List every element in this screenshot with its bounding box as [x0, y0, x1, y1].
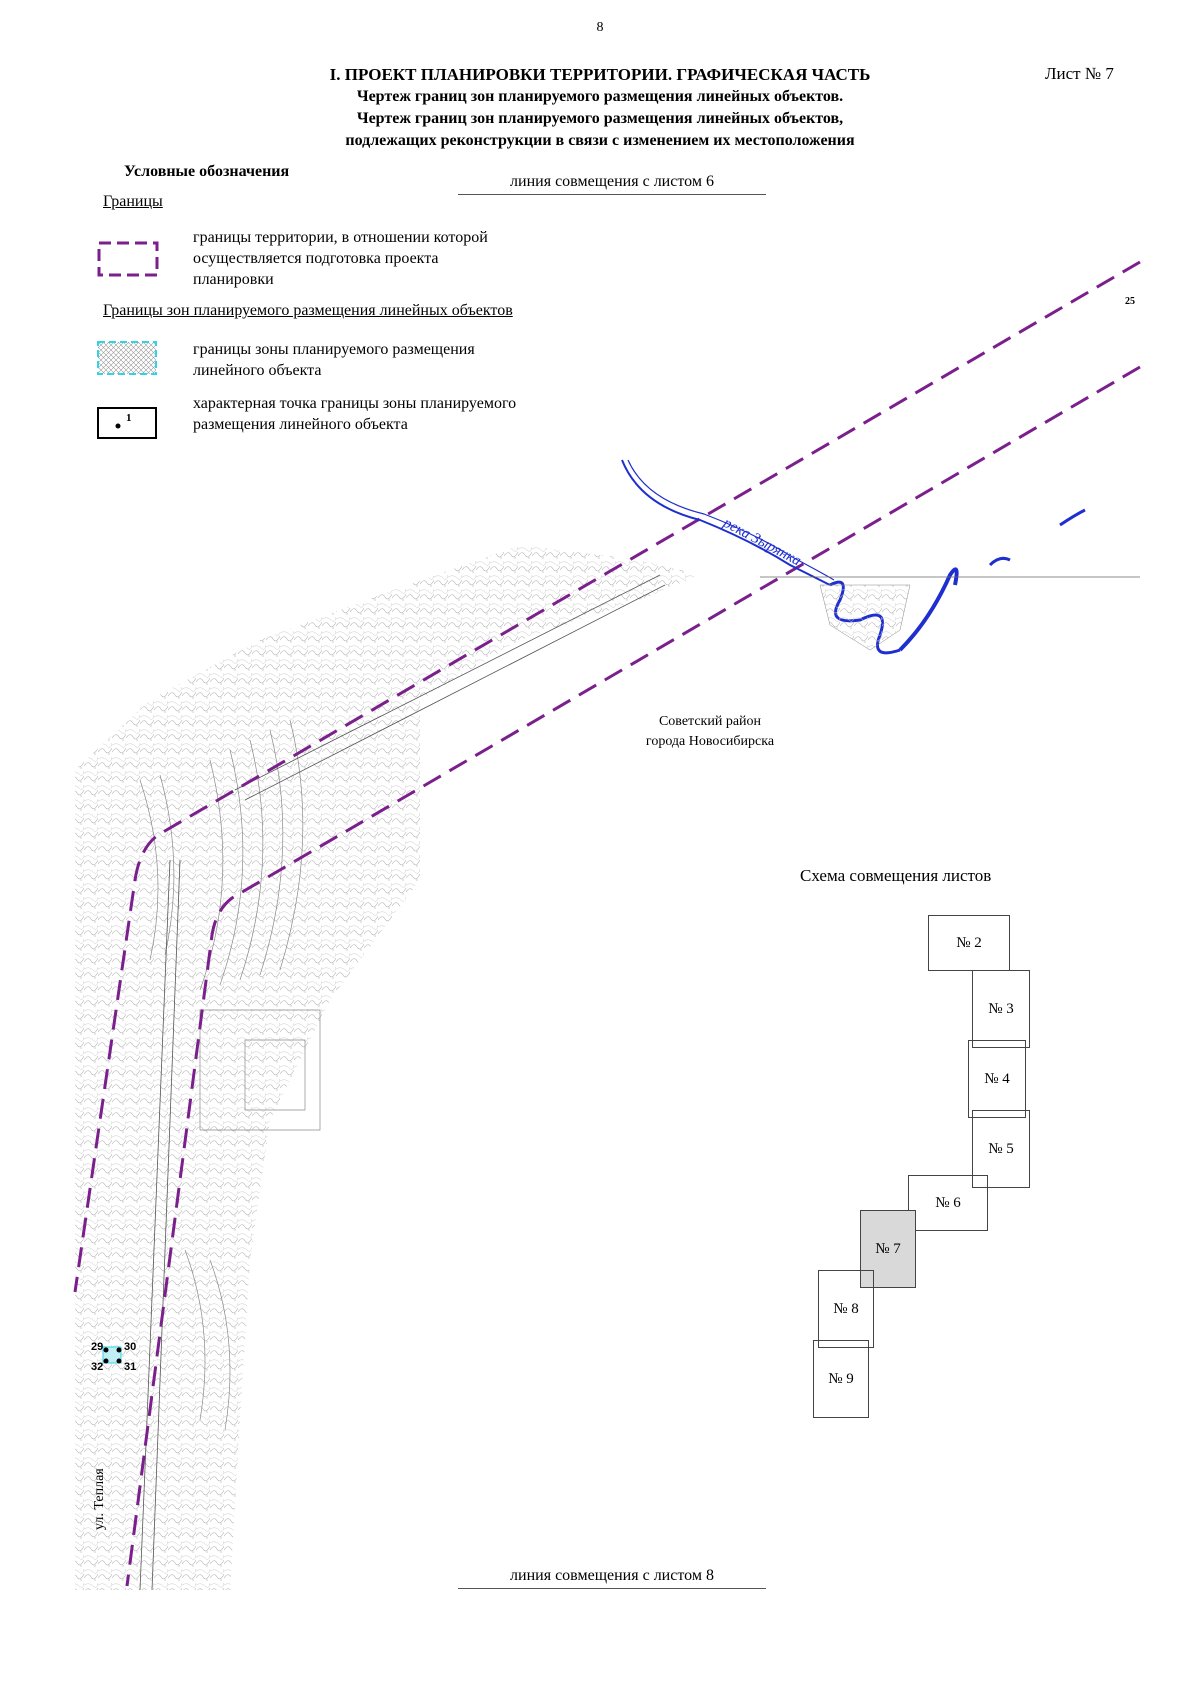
scheme-sheet-3: № 3	[972, 970, 1030, 1048]
point-label-31: 31	[124, 1361, 137, 1373]
point-label-29: 29	[91, 1341, 104, 1353]
subtitle-2: Чертеж границ зон планируемого размещени…	[356, 110, 844, 127]
territory-boundary	[73, 260, 1141, 1587]
boundary-point-swatch: 1	[97, 407, 157, 439]
combine-line-top: линия совмещения с листом 6	[458, 173, 766, 195]
legend-zone-text: границы зоны планируемого размещения лин…	[193, 341, 475, 379]
contour-lines	[139, 719, 321, 1431]
legend-point-text: характерная точка границы зоны планируем…	[193, 395, 517, 433]
scheme-sheet-2: № 2	[928, 915, 1010, 971]
legend-section-boundaries: Границы	[103, 193, 163, 210]
legend-title: Условные обозначения	[124, 163, 290, 180]
subtitle-3: подлежащих реконструкции в связи с измен…	[345, 132, 855, 149]
zone-boundary-swatch	[97, 341, 157, 375]
scheme-sheet-8: № 8	[818, 1270, 874, 1348]
combine-line-bottom: линия совмещения с листом 8	[458, 1567, 766, 1589]
title-block: I. ПРОЕКТ ПЛАНИРОВКИ ТЕРРИТОРИИ. ГРАФИЧЕ…	[200, 64, 1000, 152]
road-lines	[139, 574, 666, 1591]
point-sample-label: 1	[126, 412, 132, 424]
scheme-sheet-6: № 6	[908, 1175, 988, 1231]
topographic-base	[75, 545, 700, 1590]
district-line-2: города Новосибирска	[645, 734, 775, 749]
district-line-1: Советский район	[658, 714, 762, 729]
scheme-sheet-9: № 9	[813, 1340, 869, 1418]
point-label-32: 32	[91, 1361, 104, 1373]
district-label: Советский район города Новосибирска	[600, 712, 820, 752]
scheme-sheet-7-current: № 7	[860, 1210, 916, 1288]
page-number: 8	[596, 20, 604, 35]
scheme-title: Схема совмещения листов	[800, 866, 992, 885]
scheme-sheet-5: № 5	[972, 1110, 1030, 1188]
legend-section-zones: Границы зон планируемого размещения лине…	[103, 302, 513, 319]
subtitle-1: Чертеж границ зон планируемого размещени…	[356, 88, 844, 105]
river-topo-patch	[819, 584, 911, 651]
page-title: I. ПРОЕКТ ПЛАНИРОВКИ ТЕРРИТОРИИ. ГРАФИЧЕ…	[329, 65, 871, 84]
legend-territory-text: границы территории, в отношении которой …	[193, 229, 488, 288]
edge-fragment-label: 25	[1125, 296, 1135, 307]
street-label: ул. Теплая	[92, 1468, 107, 1530]
territory-boundary-swatch	[97, 241, 159, 277]
point-label-30: 30	[124, 1341, 137, 1353]
boundary-points	[102, 1346, 122, 1364]
scheme-sheet-4: № 4	[968, 1040, 1026, 1118]
sheet-label: Лист № 7	[1045, 64, 1114, 83]
